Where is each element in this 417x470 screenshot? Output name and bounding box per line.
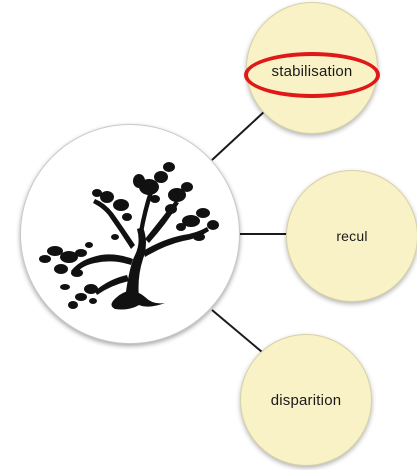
- connector-disparition: [211, 309, 263, 353]
- tree-icon: [39, 162, 219, 310]
- central-tree-circle: [20, 124, 240, 344]
- node-label-disparition: disparition: [270, 391, 342, 409]
- node-label-recul: recul: [336, 228, 368, 244]
- connector-stabilisation: [211, 109, 267, 161]
- node-recul: recul: [286, 170, 417, 302]
- highlight-ring: [244, 52, 380, 98]
- node-disparition: disparition: [240, 334, 372, 466]
